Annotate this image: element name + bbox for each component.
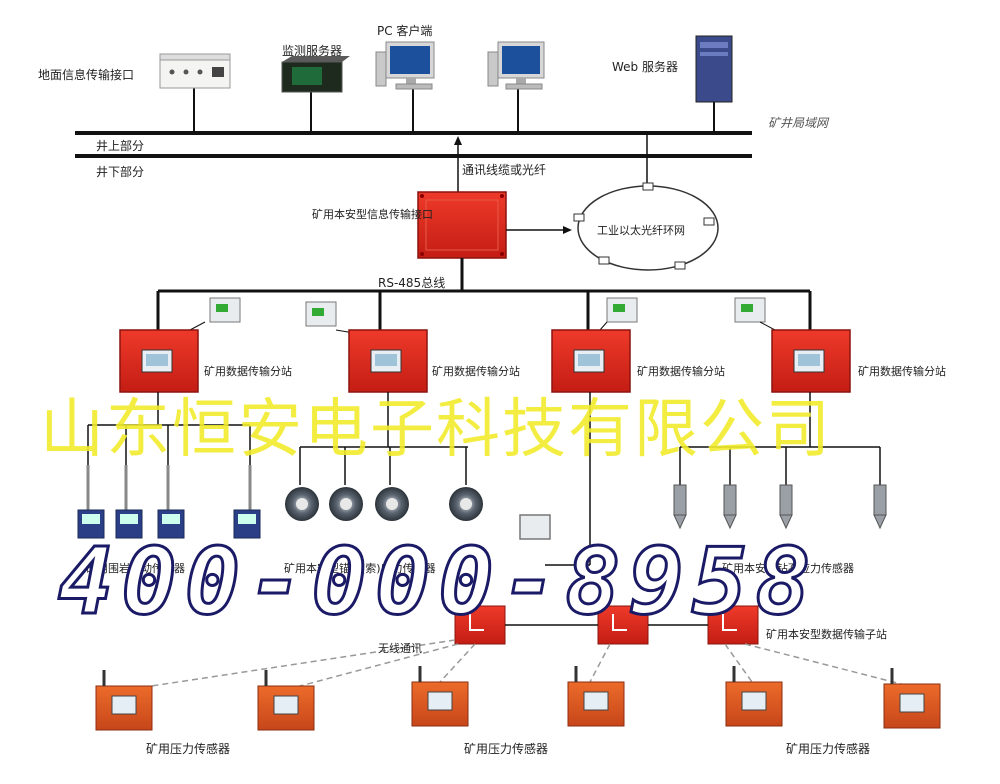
safe-interface-label: 矿用本安型信息传输接口: [312, 208, 433, 221]
pc-client-2: [487, 41, 545, 90]
borehole-sensor-wiring: [679, 392, 881, 485]
sub-station-3: [707, 605, 759, 645]
pc-client-label: PC 客户端: [377, 24, 433, 38]
sub-station-label: 矿用本安型数据传输子站: [766, 628, 887, 641]
sub-station-2: [597, 605, 649, 645]
phone-watermark: 400-000-8958: [57, 527, 819, 637]
junction-box-3: [599, 297, 638, 331]
company-watermark: 山东恒安电子科技有限公司: [40, 393, 832, 467]
borehole-sensors: [673, 484, 887, 530]
substation-box-1: [119, 329, 199, 393]
web-server-label: Web 服务器: [612, 60, 678, 74]
borehole-sensor-label: 矿用本安型钻孔应力传感器: [722, 562, 854, 575]
rs485-label: RS-485总线: [378, 276, 446, 290]
monitor-server-device: [281, 56, 350, 93]
substation-2-label: 矿用数据传输分站: [432, 365, 520, 378]
mine-lan-label: 矿井局域网: [768, 116, 829, 130]
safe-interface-device: [417, 191, 507, 259]
pc-client-1: [375, 41, 435, 90]
pressure-sensor-label-2: 矿用压力传感器: [464, 742, 549, 756]
substation-4-label: 矿用数据传输分站: [858, 365, 946, 378]
monitor-server-label: 监测服务器: [282, 44, 343, 58]
rs485-bus: [156, 258, 812, 330]
sub-station-1: [454, 605, 506, 645]
wireless-label: 无线通讯: [378, 642, 422, 655]
substation-box-4: [771, 329, 851, 393]
pressure-sensors: [95, 666, 941, 731]
wireless-links: [124, 639, 906, 691]
ethernet-ring: [573, 182, 719, 271]
substation-3-label: 矿用数据传输分站: [637, 365, 725, 378]
anchor-sensor-wiring: [299, 392, 468, 485]
junction-box-4: [734, 297, 791, 339]
above-ground-label: 井上部分: [96, 139, 145, 153]
below-ground-label: 井下部分: [96, 165, 145, 179]
ethernet-ring-label: 工业以太光纤环网: [597, 224, 685, 237]
anchor-sensor-label: 矿用本安型锚杆(索)应力传感器: [284, 562, 436, 575]
substation-box-3: [551, 329, 631, 393]
ground-interface-label: 地面信息传输接口: [38, 68, 135, 82]
junction-box-2: [305, 301, 361, 335]
pressure-sensor-label-1: 矿用压力传感器: [146, 742, 231, 756]
comm-cable-label: 通讯线缆或光纤: [462, 163, 547, 177]
web-server-device: [695, 35, 733, 103]
backbone-lines: [75, 88, 752, 200]
pressure-sensor-label-3: 矿用压力传感器: [786, 742, 871, 756]
wireless-trunk: [519, 392, 591, 566]
ground-interface-device: [159, 53, 231, 89]
roof-sensor-label: 矿用围岩移动传感器: [86, 562, 185, 575]
anchor-sensors: [285, 487, 483, 521]
roof-sensor-wiring: [87, 392, 251, 465]
roof-sensors: [77, 465, 261, 539]
substation-1-label: 矿用数据传输分站: [204, 365, 292, 378]
